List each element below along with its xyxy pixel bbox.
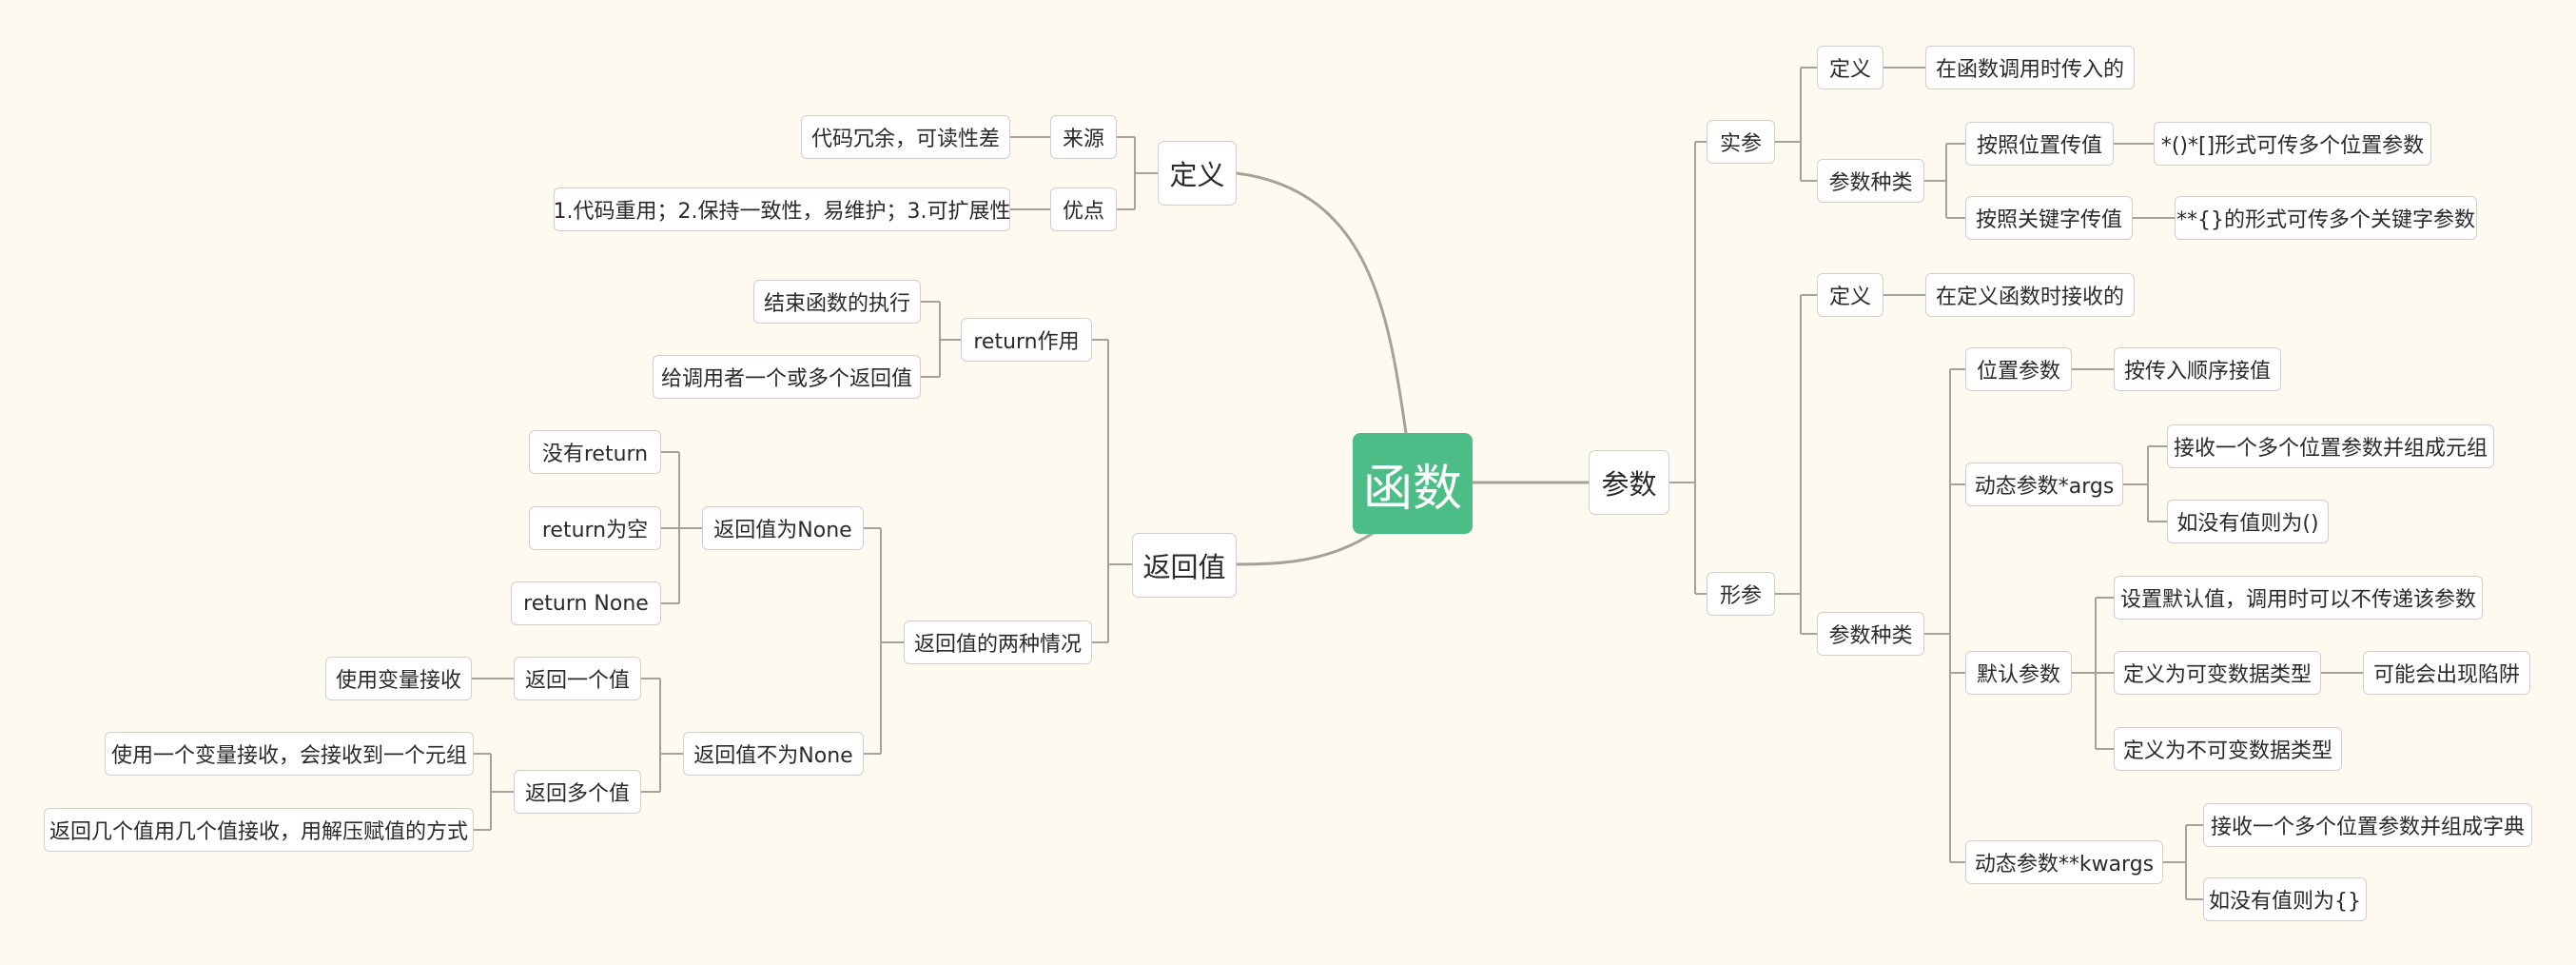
connector-args-children — [2123, 445, 2167, 522]
one-value-node[interactable]: 返回一个值 — [514, 657, 641, 700]
connector-return-children — [1092, 339, 1132, 643]
return-purpose-item[interactable]: 结束函数的执行 — [753, 280, 921, 324]
none-case-node[interactable]: 返回值为None — [702, 506, 864, 550]
kwargs-item[interactable]: 如没有值则为{} — [2203, 877, 2367, 921]
default-param-node[interactable]: 默认参数 — [1965, 651, 2072, 695]
connector-actual-children — [1775, 67, 1817, 182]
connector-notnone-children — [641, 678, 683, 793]
args-item[interactable]: 如没有值则为() — [2167, 500, 2329, 543]
args-item[interactable]: 接收一个多个位置参数并组成元组 — [2167, 424, 2494, 468]
source-detail-node[interactable]: 代码冗余，可读性差 — [801, 115, 1010, 159]
keyword-pass-detail-node[interactable]: **{}的形式可传多个关键字参数 — [2175, 196, 2477, 240]
actual-definition-node[interactable]: 定义 — [1817, 46, 1883, 89]
formal-definition-node[interactable]: 定义 — [1817, 273, 1883, 317]
keyword-pass-node[interactable]: 按照关键字传值 — [1965, 196, 2133, 240]
args-node[interactable]: 动态参数*args — [1965, 463, 2123, 506]
default-mutable-node[interactable]: 定义为可变数据类型 — [2114, 651, 2321, 695]
connector-multiple-children — [474, 753, 514, 831]
positional-param-detail-node[interactable]: 按传入顺序接值 — [2114, 347, 2281, 391]
none-case-item[interactable]: 没有return — [529, 430, 661, 474]
actual-definition-detail-node[interactable]: 在函数调用时传入的 — [1925, 46, 2135, 89]
root-node[interactable]: 函数 — [1353, 433, 1473, 534]
two-cases-node[interactable]: 返回值的两种情况 — [904, 620, 1092, 664]
default-set-node[interactable]: 设置默认值，调用时可以不传递该参数 — [2114, 576, 2483, 620]
return-value-node[interactable]: 返回值 — [1132, 533, 1237, 598]
connector-actual-kinds-children — [1924, 143, 1965, 219]
formal-params-node[interactable]: 形参 — [1707, 572, 1775, 616]
positional-param-node[interactable]: 位置参数 — [1965, 347, 2072, 391]
multiple-values-node[interactable]: 返回多个值 — [514, 770, 641, 814]
definition-node[interactable]: 定义 — [1158, 141, 1237, 206]
connector-root-return — [1236, 528, 1378, 566]
connector-root-definition — [1236, 171, 1408, 434]
connector-cases-children — [864, 527, 904, 755]
parameters-node[interactable]: 参数 — [1589, 450, 1669, 515]
default-mutable-detail-node[interactable]: 可能会出现陷阱 — [2363, 651, 2530, 695]
connector-parameters-children — [1669, 141, 1707, 595]
connector-none-children — [661, 451, 702, 604]
actual-kinds-node[interactable]: 参数种类 — [1817, 159, 1924, 203]
connector-definition-children — [1117, 136, 1158, 210]
kwargs-item[interactable]: 接收一个多个位置参数并组成字典 — [2203, 803, 2532, 847]
connector-purpose-children — [921, 301, 961, 378]
formal-kinds-node[interactable]: 参数种类 — [1817, 612, 1924, 656]
one-value-detail-node[interactable]: 使用变量接收 — [325, 657, 472, 700]
none-case-item[interactable]: return None — [511, 581, 661, 625]
default-immutable-node[interactable]: 定义为不可变数据类型 — [2114, 727, 2342, 771]
positional-pass-node[interactable]: 按照位置传值 — [1965, 122, 2114, 166]
none-case-item[interactable]: return为空 — [529, 506, 661, 550]
kwargs-node[interactable]: 动态参数**kwargs — [1965, 840, 2163, 884]
connector-formal-kinds-children — [1924, 368, 1965, 863]
formal-definition-detail-node[interactable]: 在定义函数时接收的 — [1925, 273, 2135, 317]
connector-formal-children — [1775, 294, 1817, 635]
not-none-case-node[interactable]: 返回值不为None — [683, 732, 864, 776]
return-purpose-node[interactable]: return作用 — [961, 318, 1092, 362]
advantages-node[interactable]: 优点 — [1050, 187, 1117, 231]
multiple-values-item[interactable]: 返回几个值用几个值接收，用解压赋值的方式 — [44, 808, 474, 852]
return-purpose-item[interactable]: 给调用者一个或多个返回值 — [653, 355, 921, 399]
actual-params-node[interactable]: 实参 — [1707, 120, 1775, 164]
source-node[interactable]: 来源 — [1050, 115, 1117, 159]
positional-pass-detail-node[interactable]: *()*[]形式可传多个位置参数 — [2154, 122, 2431, 166]
connector-default-children — [2072, 597, 2114, 750]
connector-kwargs-children — [2163, 824, 2203, 900]
multiple-values-item[interactable]: 使用一个变量接收，会接收到一个元组 — [105, 732, 474, 776]
advantages-detail-node[interactable]: 1.代码重用；2.保持一致性，易维护；3.可扩展性 — [554, 187, 1011, 231]
